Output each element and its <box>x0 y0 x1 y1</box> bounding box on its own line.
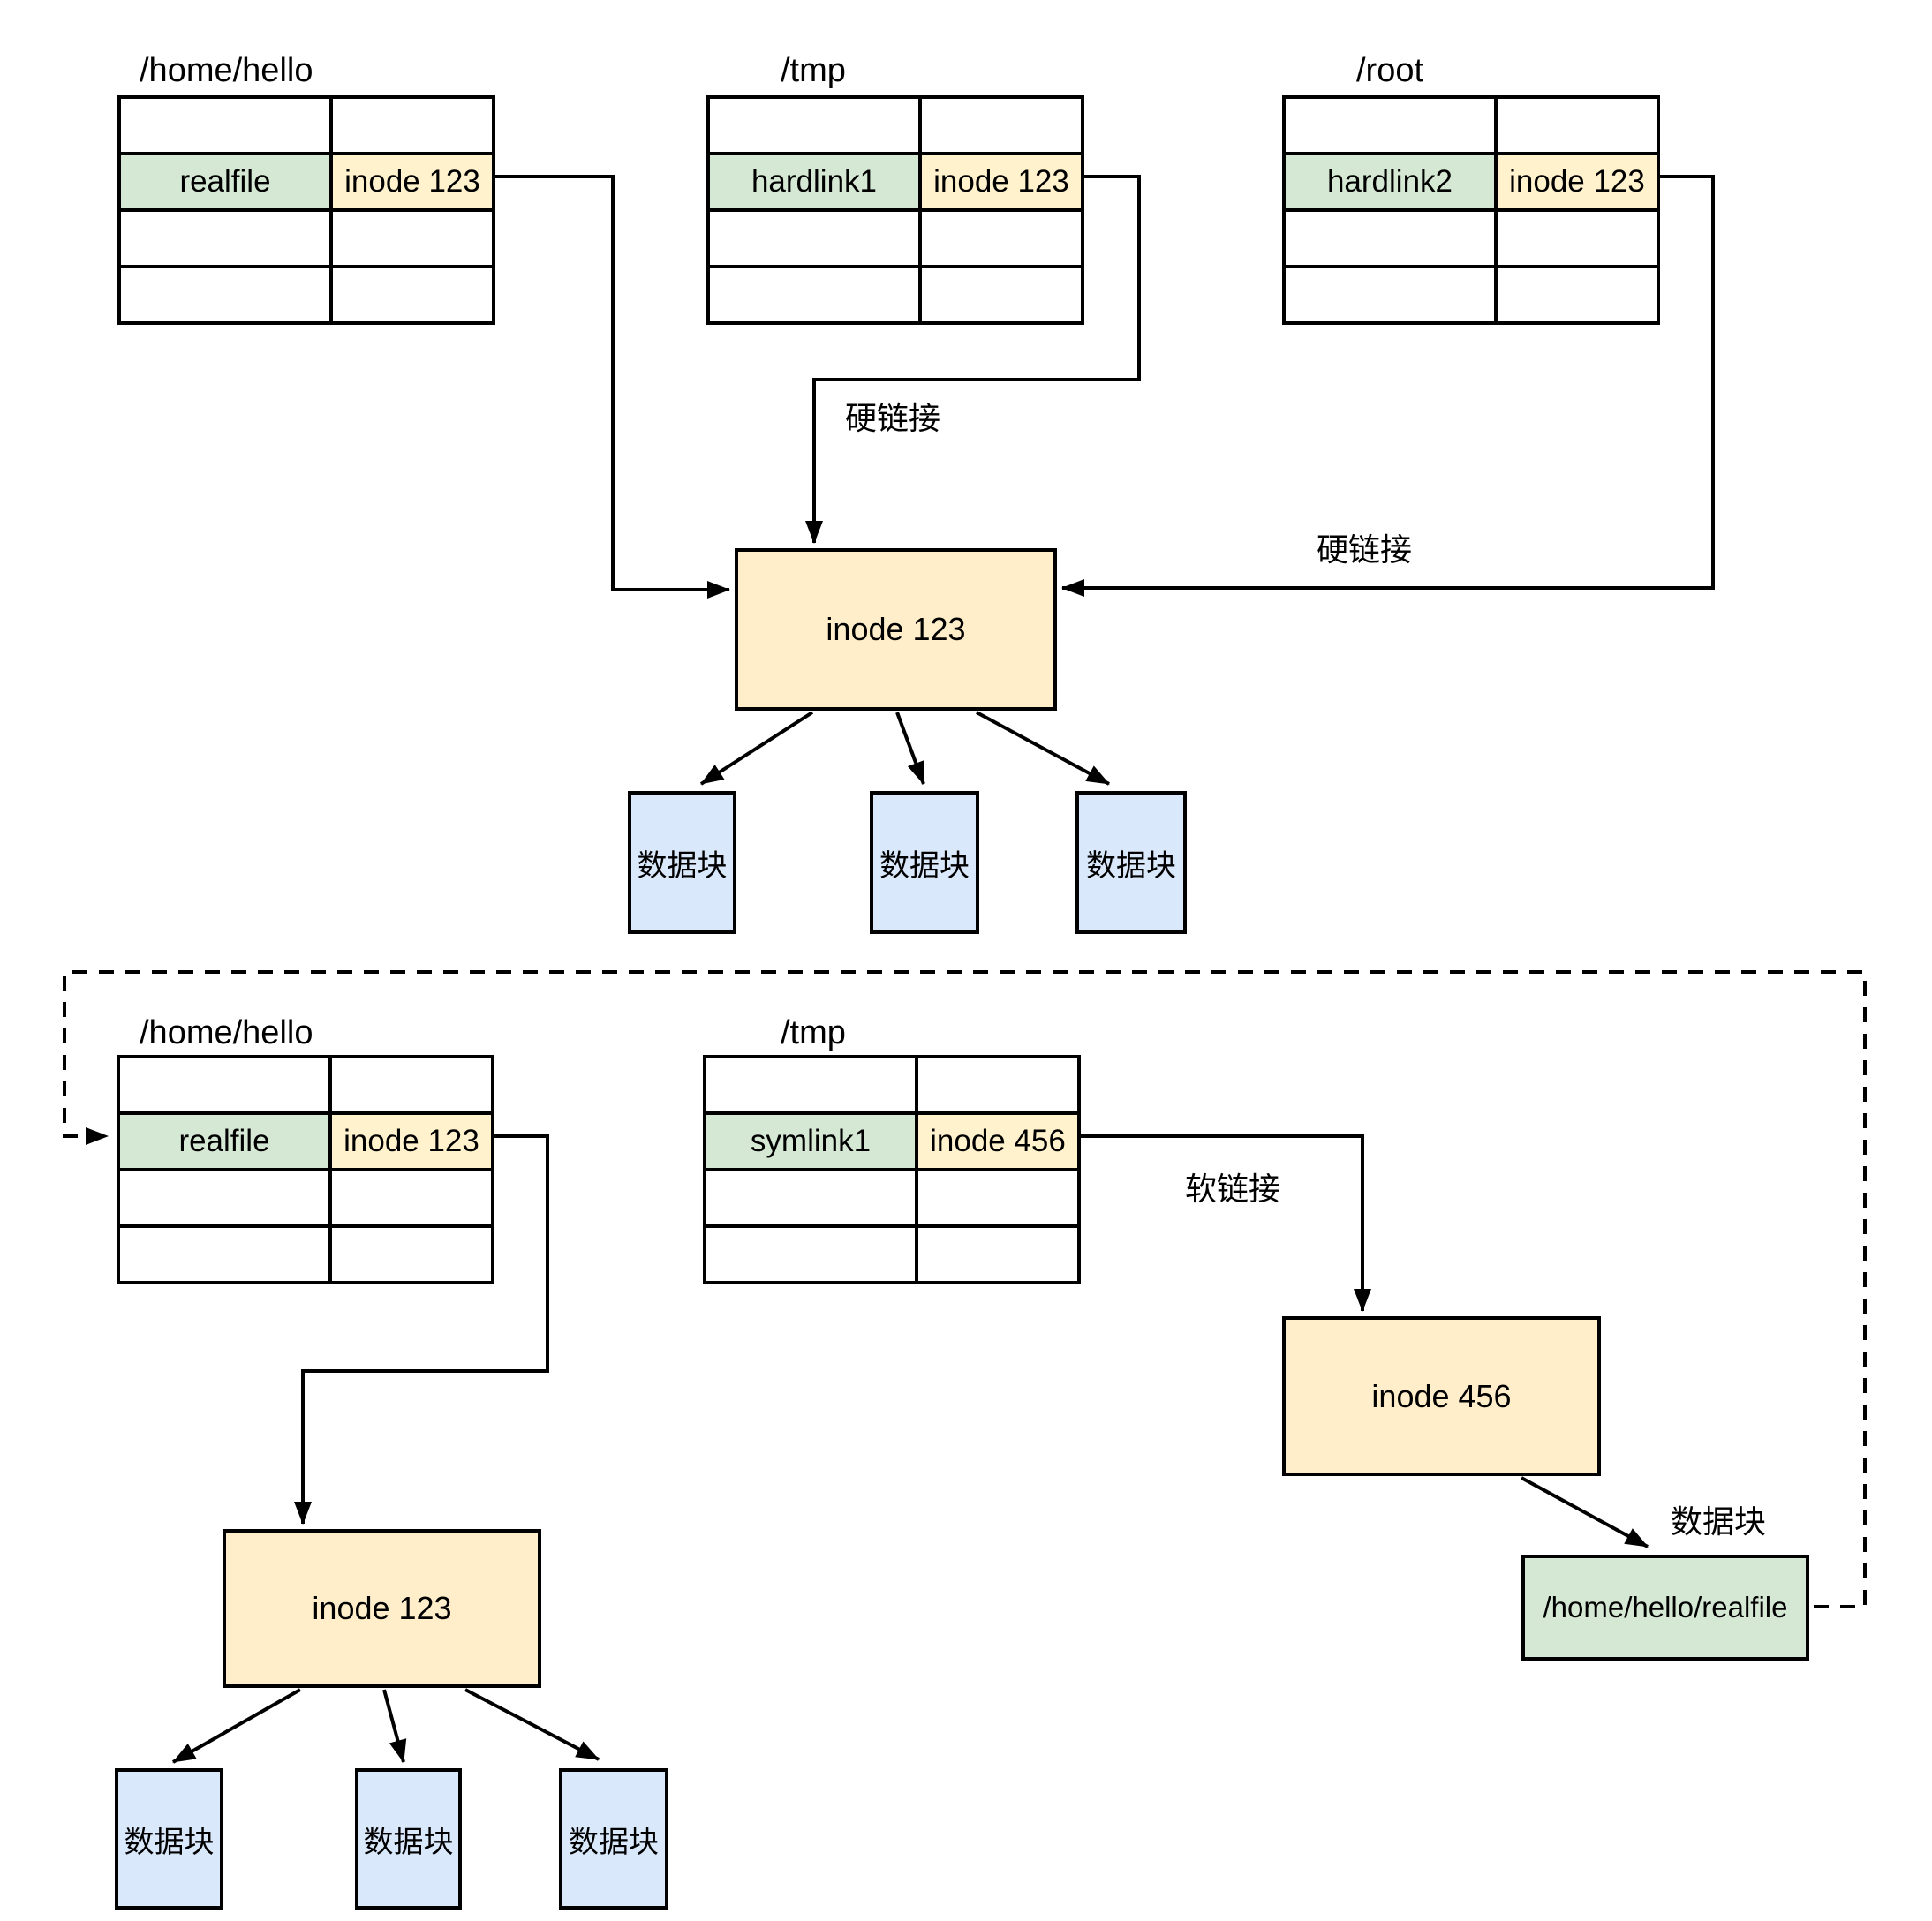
empty-cell <box>922 212 1084 268</box>
empty-cell <box>120 1228 332 1284</box>
data-block: 数据块 <box>115 1768 223 1910</box>
table-row: symlink1 inode 456 <box>706 1115 1081 1171</box>
empty-cell <box>922 99 1084 155</box>
table-row <box>1286 99 1660 155</box>
entry-inode-cell: inode 123 <box>1498 155 1660 212</box>
target-path-box: /home/hello/realfile <box>1521 1555 1809 1661</box>
inode-123-box-top: inode 123 <box>735 548 1057 711</box>
empty-cell <box>332 1058 494 1115</box>
top-dir-table-root: hardlink2 inode 123 <box>1282 95 1660 325</box>
empty-cell <box>918 1058 1081 1115</box>
empty-cell <box>1286 212 1498 268</box>
entry-inode-cell: inode 123 <box>332 1115 494 1171</box>
entry-inode-cell: inode 123 <box>922 155 1084 212</box>
empty-cell <box>121 99 333 155</box>
entry-name-cell: hardlink2 <box>1286 155 1498 212</box>
edge-inode456-to-target <box>1521 1476 1649 1548</box>
table-row <box>120 1171 494 1228</box>
inode-123-box-bottom: inode 123 <box>223 1529 541 1688</box>
empty-cell <box>332 1171 494 1228</box>
empty-cell <box>710 99 922 155</box>
table-row <box>120 1228 494 1284</box>
entry-name-cell: hardlink1 <box>710 155 922 212</box>
inode-456-box: inode 456 <box>1282 1316 1601 1476</box>
table-row <box>1286 212 1660 268</box>
top-dir-title-home-hello: /home/hello <box>140 52 313 89</box>
table-row: hardlink1 inode 123 <box>710 155 1084 212</box>
empty-cell <box>333 212 495 268</box>
table-row <box>706 1171 1081 1228</box>
top-dir-table-tmp: hardlink1 inode 123 <box>706 95 1084 325</box>
empty-cell <box>1286 99 1498 155</box>
table-row: hardlink2 inode 123 <box>1286 155 1660 212</box>
empty-cell <box>120 1058 332 1115</box>
entry-inode-cell: inode 456 <box>918 1115 1081 1171</box>
empty-cell <box>918 1171 1081 1228</box>
empty-cell <box>121 212 333 268</box>
table-row <box>706 1228 1081 1284</box>
entry-name-cell: realfile <box>120 1115 332 1171</box>
table-row <box>1286 268 1660 325</box>
empty-cell <box>120 1171 332 1228</box>
empty-cell <box>333 99 495 155</box>
empty-cell <box>1286 268 1498 325</box>
edge-realfile2-to-inode123 <box>294 1134 549 1525</box>
hardlink-label-right: 硬链接 <box>1313 531 1416 569</box>
top-dir-table-home-hello: realfile inode 123 <box>117 95 495 325</box>
empty-cell <box>333 268 495 325</box>
table-row <box>120 1058 494 1115</box>
empty-cell <box>121 268 333 325</box>
table-row <box>121 99 495 155</box>
empty-cell <box>1498 212 1660 268</box>
edge-dashed-target-to-realfile <box>63 970 1867 1608</box>
edge-inode123b-to-block1 <box>172 1688 301 1764</box>
edge-inode123-to-block1 <box>699 711 814 786</box>
table-row: realfile inode 123 <box>121 155 495 212</box>
bottom-dir-table-home-hello: realfile inode 123 <box>117 1055 494 1284</box>
table-row <box>121 212 495 268</box>
datablock-edge-label: 数据块 <box>1667 1503 1770 1541</box>
edge-inode123b-to-block2 <box>382 1689 407 1763</box>
empty-cell <box>706 1058 918 1115</box>
table-row <box>710 268 1084 325</box>
table-row <box>710 99 1084 155</box>
entry-name-cell: realfile <box>121 155 333 212</box>
edge-hardlink2-to-inode123 <box>1061 175 1715 597</box>
entry-name-cell: symlink1 <box>706 1115 918 1171</box>
edge-inode123-to-block2 <box>895 712 925 785</box>
softlink-label: 软链接 <box>1181 1171 1285 1208</box>
top-dir-title-root: /root <box>1356 52 1424 89</box>
empty-cell <box>706 1171 918 1228</box>
data-block: 数据块 <box>559 1768 668 1910</box>
bottom-dir-title-home-hello: /home/hello <box>140 1014 313 1051</box>
table-row <box>706 1058 1081 1115</box>
empty-cell <box>710 268 922 325</box>
data-block: 数据块 <box>628 791 736 934</box>
empty-cell <box>332 1228 494 1284</box>
edge-hardlink1-to-inode123 <box>805 175 1141 544</box>
table-row <box>121 268 495 325</box>
bottom-dir-table-tmp: symlink1 inode 456 <box>703 1055 1081 1284</box>
data-block: 数据块 <box>1075 791 1187 934</box>
empty-cell <box>918 1228 1081 1284</box>
empty-cell <box>922 268 1084 325</box>
table-row: realfile inode 123 <box>120 1115 494 1171</box>
empty-cell <box>710 212 922 268</box>
data-block: 数据块 <box>870 791 979 934</box>
bottom-dir-title-tmp: /tmp <box>781 1014 846 1051</box>
top-dir-title-tmp: /tmp <box>781 52 846 89</box>
data-block: 数据块 <box>355 1768 462 1910</box>
edge-inode123b-to-block3 <box>464 1688 600 1761</box>
entry-inode-cell: inode 123 <box>333 155 495 212</box>
edge-symlink1-to-inode456 <box>1077 1134 1371 1312</box>
empty-cell <box>706 1228 918 1284</box>
empty-cell <box>1498 268 1660 325</box>
edge-inode123-to-block3 <box>976 711 1110 786</box>
table-row <box>710 212 1084 268</box>
empty-cell <box>1498 99 1660 155</box>
edge-realfile-to-inode123 <box>492 175 730 599</box>
hardlink-label-mid: 硬链接 <box>841 400 945 437</box>
